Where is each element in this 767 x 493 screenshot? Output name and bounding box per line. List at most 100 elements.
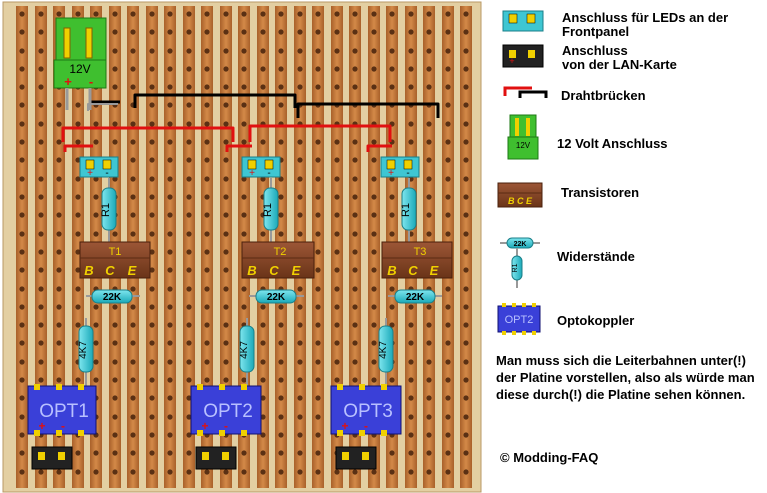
legend-wire-bridges-text: Drahtbrücken <box>561 88 646 103</box>
solder-hole <box>38 157 44 163</box>
r1-label: R1 <box>100 203 112 217</box>
solder-hole <box>297 286 303 292</box>
solder-hole <box>389 322 395 328</box>
solder-hole <box>75 450 81 456</box>
pin-e: E <box>430 263 439 278</box>
solder-hole <box>130 66 136 72</box>
solder-hole <box>352 29 358 35</box>
solder-hole <box>278 212 284 218</box>
solder-hole <box>445 395 451 401</box>
solder-hole <box>408 139 414 145</box>
solder-hole <box>389 48 395 54</box>
pin-c: C <box>269 263 279 278</box>
solder-hole <box>371 359 377 365</box>
solder-hole <box>260 414 266 420</box>
solder-hole <box>112 395 118 401</box>
solder-hole <box>297 212 303 218</box>
solder-hole <box>463 194 469 200</box>
solder-hole <box>112 304 118 310</box>
solder-hole <box>260 48 266 54</box>
solder-hole <box>186 322 192 328</box>
solder-hole <box>75 267 81 273</box>
solder-hole <box>389 286 395 292</box>
solder-hole <box>186 304 192 310</box>
solder-hole <box>445 450 451 456</box>
solder-hole <box>408 11 414 17</box>
solder-hole <box>463 377 469 383</box>
solder-hole <box>93 469 99 475</box>
solder-hole <box>167 66 173 72</box>
solder-hole <box>149 432 155 438</box>
solder-hole <box>186 377 192 383</box>
solder-hole <box>186 340 192 346</box>
solder-hole <box>260 377 266 383</box>
solder-hole <box>186 231 192 237</box>
solder-hole <box>223 469 229 475</box>
solder-hole <box>149 286 155 292</box>
solder-hole <box>241 194 247 200</box>
solder-hole <box>334 176 340 182</box>
solder-hole <box>93 139 99 145</box>
solder-hole <box>315 212 321 218</box>
solder-hole <box>149 29 155 35</box>
solder-hole <box>371 11 377 17</box>
solder-hole <box>56 377 62 383</box>
solder-hole <box>130 84 136 90</box>
solder-hole <box>315 66 321 72</box>
pin-e: E <box>128 263 137 278</box>
legend-lan-plus: + <box>509 56 514 66</box>
solder-hole <box>315 11 321 17</box>
lan-connector-3 <box>335 446 377 470</box>
solder-hole <box>186 157 192 163</box>
solder-hole <box>241 469 247 475</box>
legend-transistor-icon: B C E <box>497 182 543 208</box>
solder-hole <box>186 102 192 108</box>
solder-hole <box>426 231 432 237</box>
solder-hole <box>75 11 81 17</box>
solder-hole <box>426 304 432 310</box>
legend-wire-bridge-icon <box>503 86 548 98</box>
solder-hole <box>426 322 432 328</box>
solder-hole <box>93 450 99 456</box>
solder-hole <box>352 359 358 365</box>
solder-hole <box>389 212 395 218</box>
solder-hole <box>463 322 469 328</box>
solder-hole <box>149 395 155 401</box>
solder-hole <box>297 176 303 182</box>
solder-hole <box>204 48 210 54</box>
solder-hole <box>112 414 118 420</box>
solder-hole <box>315 286 321 292</box>
solder-hole <box>93 212 99 218</box>
solder-hole <box>371 340 377 346</box>
solder-hole <box>334 359 340 365</box>
solder-hole <box>38 212 44 218</box>
r1-label: R1 <box>400 203 412 217</box>
solder-hole <box>112 231 118 237</box>
solder-hole <box>315 414 321 420</box>
resistor-r1-1: R1 <box>100 178 117 244</box>
solder-hole <box>408 450 414 456</box>
solder-hole <box>371 66 377 72</box>
solder-hole <box>426 66 432 72</box>
solder-hole <box>112 66 118 72</box>
solder-hole <box>38 194 44 200</box>
solder-hole <box>130 469 136 475</box>
copper-strip <box>16 6 28 488</box>
solder-hole <box>149 414 155 420</box>
opto-plus: + <box>341 419 348 433</box>
solder-hole <box>204 359 210 365</box>
solder-hole <box>130 432 136 438</box>
solder-hole <box>149 66 155 72</box>
solder-hole <box>315 231 321 237</box>
solder-hole <box>38 139 44 145</box>
solder-hole <box>38 304 44 310</box>
solder-hole <box>352 304 358 310</box>
solder-hole <box>408 66 414 72</box>
solder-hole <box>463 231 469 237</box>
solder-hole <box>426 377 432 383</box>
solder-hole <box>334 11 340 17</box>
solder-hole <box>260 304 266 310</box>
led-plus: + <box>87 168 93 179</box>
solder-hole <box>445 121 451 127</box>
solder-hole <box>223 194 229 200</box>
